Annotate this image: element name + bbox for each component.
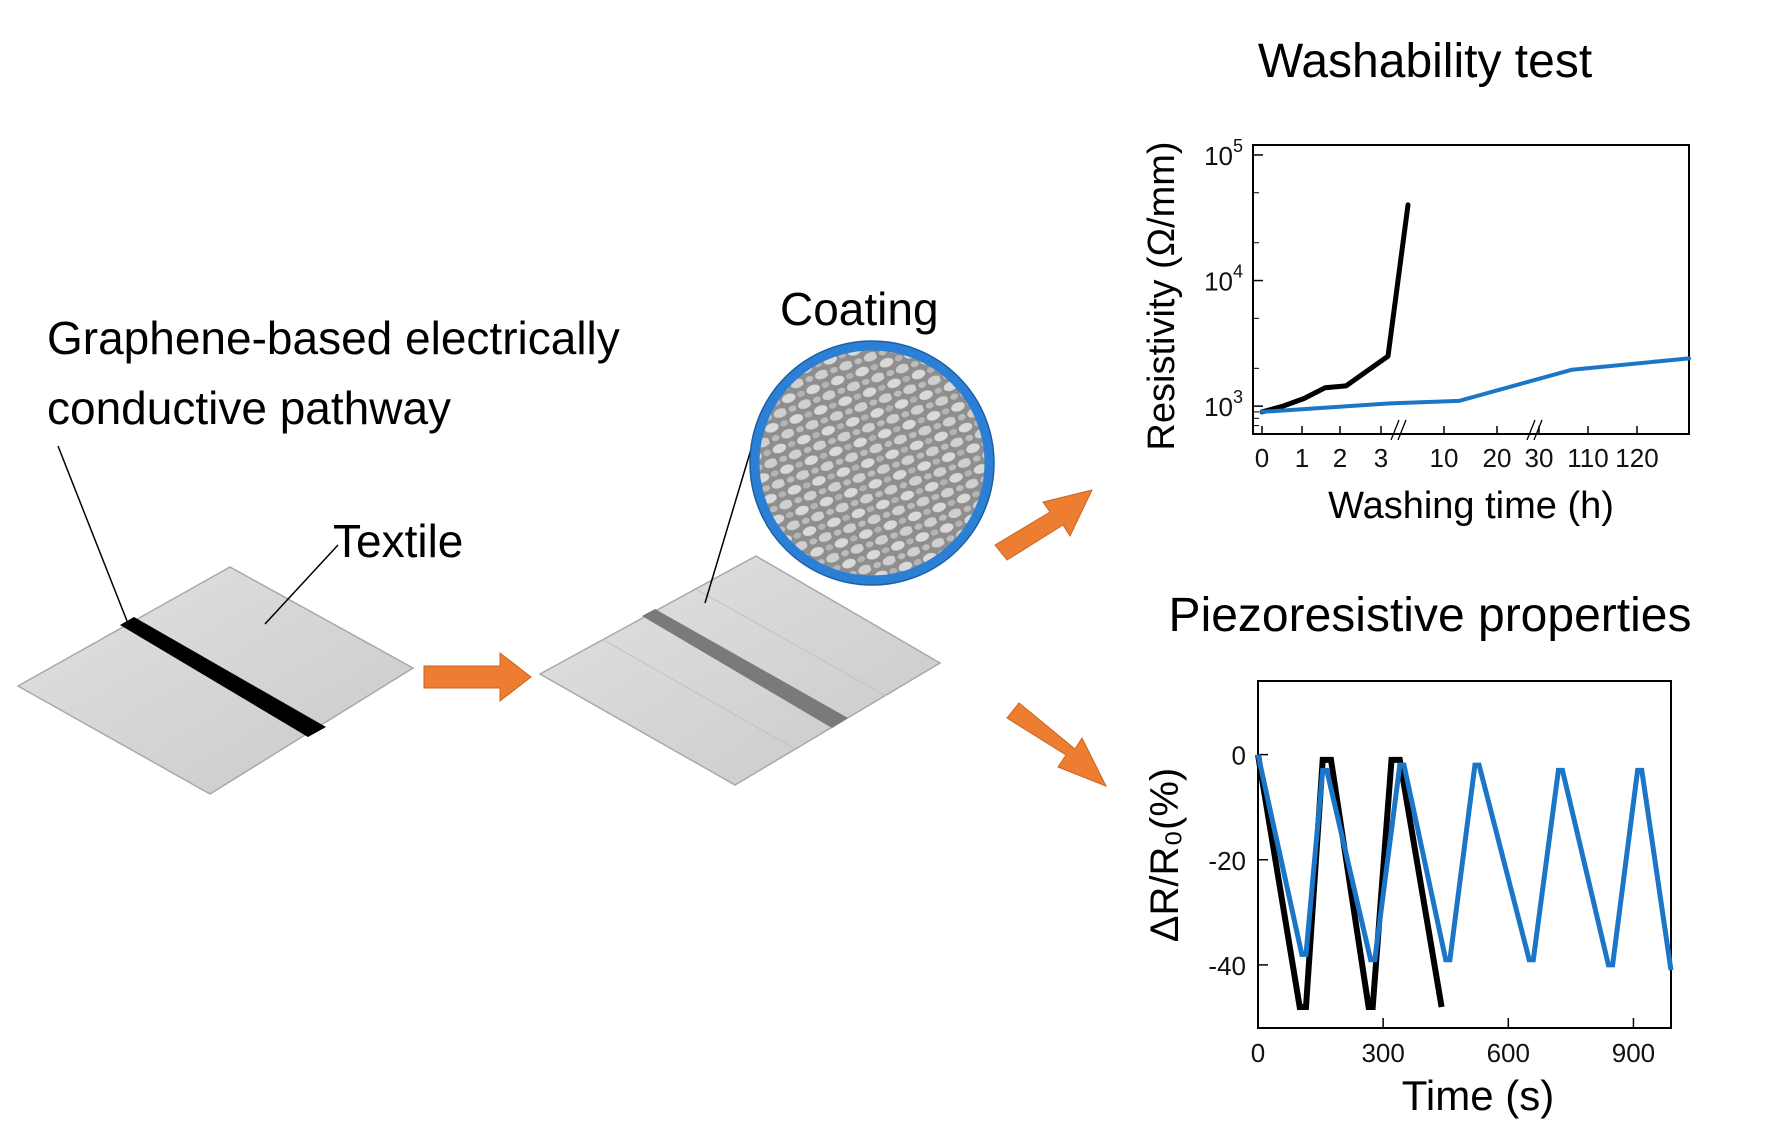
washability-series-1 [1259, 202, 1411, 415]
piezoresistive-ytick-label: -40 [1208, 951, 1246, 981]
washability-axis-break [1533, 419, 1543, 441]
washability-axis-break [1390, 419, 1400, 441]
washability-xtick-label: 30 [1525, 443, 1554, 473]
washability-xlabel: Washing time (h) [1328, 485, 1614, 527]
washability-xtick-label: 110 [1567, 443, 1608, 473]
washability-xtick-label: 0 [1255, 443, 1269, 473]
washability-series-2 [1260, 356, 1691, 414]
washability-xtick-label: 1 [1295, 443, 1309, 473]
conductive-pathway-stripe [120, 617, 326, 737]
piezoresistive-ytick-label: 0 [1232, 741, 1246, 771]
process-arrow-3 [1006, 702, 1108, 787]
piezoresistive-ytick-label: -20 [1208, 846, 1246, 876]
coating-leader-line [704, 445, 753, 604]
washability-ytick-label: 104 [1204, 262, 1243, 297]
washability-xtick-label: 2 [1333, 443, 1347, 473]
washability-xtick-label: 3 [1374, 443, 1388, 473]
washability-xtick-label: 120 [1615, 443, 1658, 473]
washability-title: Washability test [1258, 35, 1592, 88]
coating-label: Coating [780, 283, 939, 335]
washability-xtick-label: 20 [1483, 443, 1512, 473]
piezoresistive-xtick-label: 300 [1361, 1038, 1404, 1068]
pathway-leader-line [57, 445, 128, 622]
textile-label: Textile [333, 515, 463, 567]
washability-axis-break [1526, 419, 1536, 441]
piezoresistive-xtick-label: 600 [1487, 1038, 1530, 1068]
piezoresistive-xtick-label: 0 [1251, 1038, 1265, 1068]
process-arrow-1 [423, 651, 532, 703]
pathway-label-line2: conductive pathway [47, 382, 451, 434]
washability-xtick-label: 10 [1430, 443, 1459, 473]
washability-ylabel: Resistivity (Ω/mm) [1141, 141, 1183, 450]
washability-plot-frame [1252, 144, 1690, 435]
piezoresistive-title: Piezoresistive properties [1169, 589, 1692, 642]
washability-axis-break [1397, 419, 1407, 441]
piezoresistive-series-1 [1255, 754, 1445, 1010]
washability-ytick-label: 103 [1204, 387, 1243, 422]
piezoresistive-plot-frame [1257, 680, 1672, 1029]
textile-leader-line [264, 544, 339, 625]
piezoresistive-series-2 [1255, 754, 1674, 971]
piezoresistive-chart: Piezoresistive properties 0 -20 -40 0 300 60… [1143, 589, 1691, 1119]
washability-ytick-label: 105 [1204, 136, 1243, 171]
piezoresistive-ylabel: ΔR/R₀(%) [1143, 768, 1187, 942]
pathway-label-line1: Graphene-based electrically [47, 312, 620, 364]
process-arrow-2 [994, 489, 1093, 561]
piezoresistive-xtick-label: 900 [1612, 1038, 1655, 1068]
coating-magnified-circle [749, 340, 995, 586]
piezoresistive-xlabel: Time (s) [1402, 1072, 1554, 1119]
coated-pathway-stripe [642, 609, 848, 728]
